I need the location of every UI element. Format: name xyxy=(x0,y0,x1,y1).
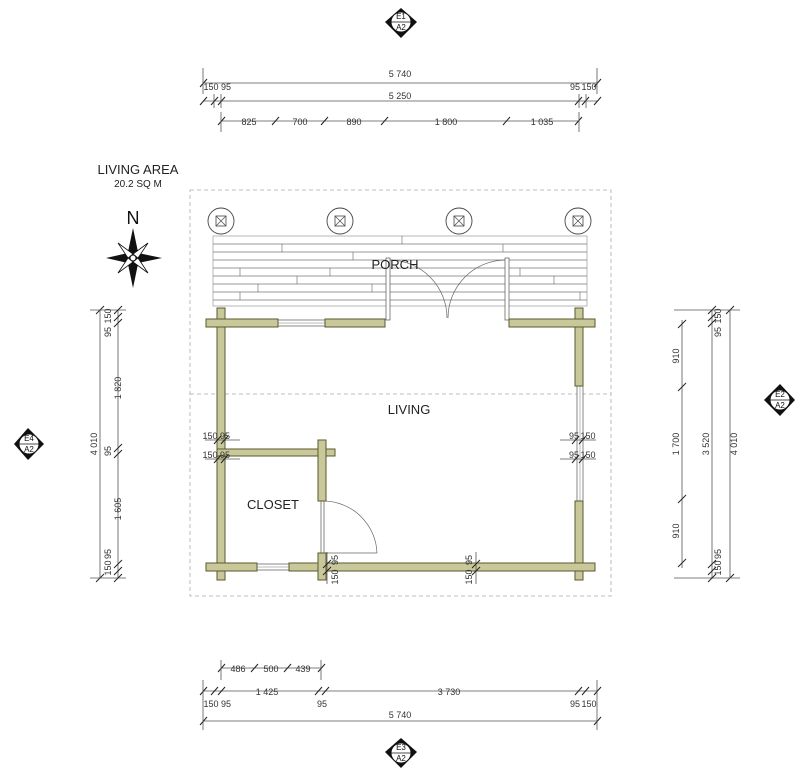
dim-int-bottom-150-b: 150 xyxy=(464,569,474,584)
dimensions-bottom: 486 500 439 1 425 3 730 150 95 95 95 150… xyxy=(199,660,602,730)
marker-e4-top: E4 xyxy=(24,434,34,443)
dim-right-150-top: 150 xyxy=(713,308,723,323)
dim-top-1800: 1 800 xyxy=(435,117,458,127)
dim-top-150-right: 150 xyxy=(581,82,596,92)
dim-bottom-overall: 5 740 xyxy=(389,710,412,720)
roof-outline xyxy=(189,189,612,597)
dim-bottom-95-right: 95 xyxy=(570,699,580,709)
window-south xyxy=(256,563,290,571)
dim-left-95-mid: 95 xyxy=(103,446,113,456)
dim-bottom-500: 500 xyxy=(263,664,278,674)
dim-int-bottom-95-b: 95 xyxy=(464,555,474,565)
dim-int-right-150-a: 150 xyxy=(580,431,595,441)
porch-deck xyxy=(212,235,588,307)
dim-bottom-486: 486 xyxy=(230,664,245,674)
dim-int-left-95-b: 95 xyxy=(220,450,230,460)
dim-left-95-bottom: 95 xyxy=(103,549,113,559)
dim-right-1700: 1 700 xyxy=(671,433,681,456)
dim-left-95-top: 95 xyxy=(103,327,113,337)
dimensions-right: 4 010 3 520 95 150 150 95 910 1 700 910 xyxy=(671,305,740,583)
dim-top-700: 700 xyxy=(292,117,307,127)
dim-right-910-bottom: 910 xyxy=(671,523,681,538)
elevation-marker-e3[interactable]: E3 A2 xyxy=(385,738,417,768)
marker-e4-bottom: A2 xyxy=(24,445,34,454)
elevation-marker-e1[interactable]: E1 A2 xyxy=(385,8,417,38)
dim-int-bottom-150-a: 150 xyxy=(330,569,340,584)
marker-e3-bottom: A2 xyxy=(396,754,406,763)
dim-right-150-bottom: 150 xyxy=(713,560,723,575)
marker-e1-bottom: A2 xyxy=(396,23,406,32)
dim-left-1820: 1 820 xyxy=(113,377,123,400)
dim-left-150-bottom: 150 xyxy=(103,560,113,575)
porch-double-door[interactable] xyxy=(385,257,510,321)
window-north-left xyxy=(277,319,326,327)
dim-left-1605: 1 605 xyxy=(113,498,123,521)
north-label: N xyxy=(127,208,140,228)
dim-int-right-95-a: 95 xyxy=(569,431,579,441)
dim-top-inner: 5 250 xyxy=(389,91,412,101)
marker-e2-top: E2 xyxy=(775,390,785,399)
dim-right-95-bottom: 95 xyxy=(713,549,723,559)
area-size: 20.2 SQ M xyxy=(114,179,162,190)
dim-top-95-right: 95 xyxy=(570,82,580,92)
dim-top-95-left: 95 xyxy=(221,82,231,92)
porch-posts xyxy=(207,207,592,235)
dim-bottom-150-left: 150 xyxy=(203,699,218,709)
dim-bottom-95-mid: 95 xyxy=(317,699,327,709)
dimensions-top: 5 740 150 95 5 250 95 150 825 700 890 1 … xyxy=(199,68,602,132)
dim-int-left-150-a: 150 xyxy=(202,431,217,441)
walls xyxy=(205,307,596,581)
dim-int-right-95-b: 95 xyxy=(569,450,579,460)
dim-top-overall: 5 740 xyxy=(389,69,412,79)
dimensions-left: 4 010 95 150 1 820 95 1 605 150 95 xyxy=(89,305,126,583)
dim-bottom-1425: 1 425 xyxy=(256,687,279,697)
dim-right-overall: 4 010 xyxy=(729,433,739,456)
dim-right-910-top: 910 xyxy=(671,348,681,363)
room-label-porch: PORCH xyxy=(372,257,419,272)
dim-bottom-439: 439 xyxy=(295,664,310,674)
dim-int-left-95-a: 95 xyxy=(220,431,230,441)
marker-e3-top: E3 xyxy=(396,743,406,752)
dim-top-825: 825 xyxy=(241,117,256,127)
elevation-marker-e4[interactable]: E4 A2 xyxy=(14,428,44,460)
dim-bottom-95-left: 95 xyxy=(221,699,231,709)
dim-top-890: 890 xyxy=(346,117,361,127)
dim-right-95-top: 95 xyxy=(713,327,723,337)
dim-int-left-150-b: 150 xyxy=(202,450,217,460)
dim-int-right-150-b: 150 xyxy=(580,450,595,460)
compass-icon: N xyxy=(106,208,162,288)
dim-top-1035: 1 035 xyxy=(531,117,554,127)
elevation-marker-e2[interactable]: E2 A2 xyxy=(764,384,795,416)
dimensions-interior: 150 95 150 95 95 150 95 150 150 95 150 9… xyxy=(202,431,596,585)
marker-e2-bottom: A2 xyxy=(775,401,785,410)
dim-left-150-top: 150 xyxy=(103,308,113,323)
room-label-closet: CLOSET xyxy=(247,497,299,512)
marker-e1-top: E1 xyxy=(396,12,406,21)
dim-bottom-150-right: 150 xyxy=(581,699,596,709)
dim-right-3520: 3 520 xyxy=(701,433,711,456)
area-title: LIVING AREA xyxy=(98,162,179,177)
dim-left-overall: 4 010 xyxy=(89,433,99,456)
dim-bottom-3730: 3 730 xyxy=(438,687,461,697)
room-label-living: LIVING xyxy=(388,402,431,417)
dim-top-150-left: 150 xyxy=(203,82,218,92)
dim-int-bottom-95-a: 95 xyxy=(330,555,340,565)
